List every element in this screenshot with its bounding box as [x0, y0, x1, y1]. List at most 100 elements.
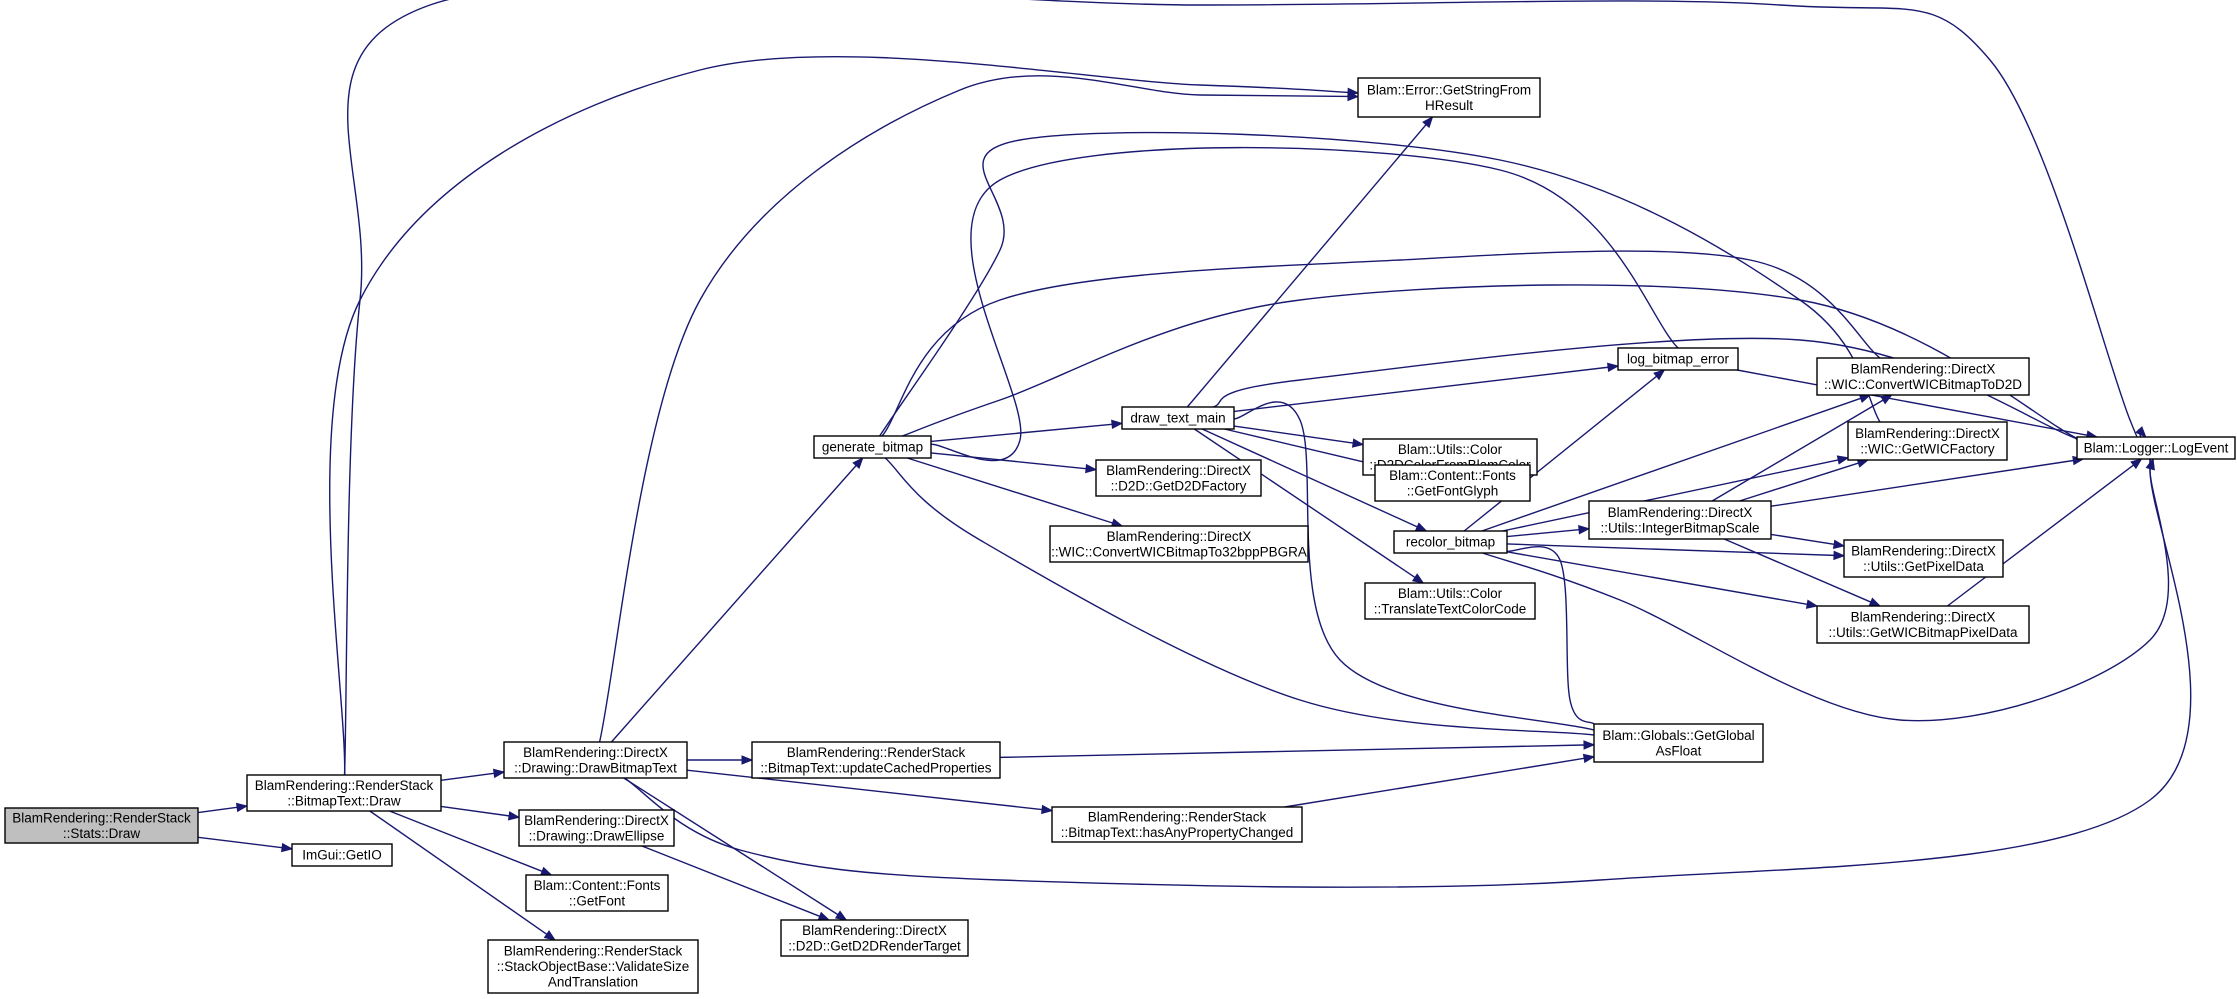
- node-bitmaptext-draw[interactable]: BlamRendering::RenderStack::BitmapText::…: [246, 774, 442, 812]
- node-get-wic-bitmap-pixel[interactable]: BlamRendering::DirectX::Utils::GetWICBit…: [1816, 605, 2030, 644]
- node-has-any-prop[interactable]: BlamRendering::RenderStack::BitmapText::…: [1051, 806, 1303, 843]
- edge-line: [1482, 456, 2170, 722]
- node-label-line: ::D2D::GetD2DFactory: [1111, 478, 1247, 493]
- edge-line: [1770, 533, 1835, 546]
- node-box[interactable]: [1588, 500, 1772, 540]
- node-box[interactable]: [813, 435, 932, 459]
- node-box[interactable]: [1847, 421, 2008, 461]
- node-recolor-bitmap[interactable]: recolor_bitmap: [1393, 530, 1508, 554]
- node-box[interactable]: [503, 741, 688, 779]
- arrowhead: [1653, 369, 1666, 381]
- node-get-d2d-factory[interactable]: BlamRendering::DirectX::D2D::GetD2DFacto…: [1095, 459, 1262, 497]
- node-box[interactable]: [1617, 347, 1739, 371]
- edge-line: [389, 810, 543, 872]
- edge-line: [1723, 538, 1872, 603]
- node-get-d2d-render-target[interactable]: BlamRendering::DirectX::D2D::GetD2DRende…: [780, 919, 969, 957]
- arrowhead: [2130, 458, 2143, 470]
- arrowhead: [1111, 419, 1124, 430]
- node-generate-bitmap[interactable]: generate_bitmap: [813, 435, 932, 459]
- node-validate-size[interactable]: BlamRendering::RenderStack::StackObjectB…: [487, 939, 699, 994]
- node-translate-text-color[interactable]: Blam::Utils::Color::TranslateTextColorCo…: [1364, 582, 1536, 620]
- node-convert-to-d2d[interactable]: BlamRendering::DirectX::WIC::ConvertWICB…: [1816, 357, 2030, 396]
- edge-line: [1463, 375, 1657, 532]
- node-box[interactable]: [1095, 459, 1262, 497]
- edge-stats-draw-to-imgui-getio: [197, 836, 294, 853]
- node-stats-draw[interactable]: BlamRendering::RenderStack::Stats::Draw: [4, 807, 199, 844]
- edge-line: [1506, 528, 1580, 538]
- edge-line: [1946, 464, 2134, 607]
- node-log-event[interactable]: Blam::Logger::LogEvent: [2076, 436, 2236, 460]
- edge-draw-text-main-to-get-string-hresult: [1186, 115, 1434, 408]
- edge-line: [879, 131, 1887, 437]
- edge-draw-bitmap-text-to-generate-bitmap: [610, 456, 864, 743]
- node-label-line: ::TranslateTextColorCode: [1374, 601, 1527, 616]
- node-box[interactable]: [291, 843, 393, 867]
- node-get-font-glyph[interactable]: Blam::Content::Fonts::GetFontGlyph: [1374, 464, 1531, 502]
- edge-recolor-bitmap-to-get-wic-bitmap-pixel: [1506, 551, 1819, 609]
- arrowhead: [1578, 525, 1591, 535]
- node-box[interactable]: [1374, 464, 1531, 502]
- node-update-cached[interactable]: BlamRendering::RenderStack::BitmapText::…: [751, 741, 1001, 779]
- node-box[interactable]: [780, 919, 969, 957]
- arrowhead: [1414, 522, 1428, 532]
- node-label-line: BlamRendering::DirectX: [1851, 543, 1996, 558]
- edge-integer-bitmap-scale-to-get-pixel-data: [1770, 533, 1846, 549]
- edge-line: [369, 810, 548, 935]
- node-label-line: recolor_bitmap: [1406, 535, 1495, 550]
- node-log-bitmap-error[interactable]: log_bitmap_error: [1617, 347, 1739, 371]
- node-label-line: Blam::Utils::Color: [1398, 442, 1503, 457]
- node-box[interactable]: [487, 939, 699, 994]
- edge-line: [930, 146, 1692, 462]
- edge-line: [624, 444, 2192, 888]
- node-box[interactable]: [1393, 530, 1508, 554]
- edge-line: [907, 457, 1113, 524]
- node-box[interactable]: [1593, 723, 1764, 763]
- edge-draw-bitmap-text-to-update-cached: [687, 755, 754, 765]
- node-get-pixel-data[interactable]: BlamRendering::DirectX::Utils::GetPixelD…: [1843, 539, 2004, 578]
- node-get-wic-factory[interactable]: BlamRendering::DirectX::WIC::GetWICFacto…: [1847, 421, 2008, 461]
- node-label-line: ::GetFontGlyph: [1407, 483, 1499, 498]
- node-box[interactable]: [246, 774, 442, 812]
- node-draw-ellipse[interactable]: BlamRendering::DirectX::Drawing::DrawEll…: [518, 809, 675, 847]
- node-box[interactable]: [751, 741, 1001, 779]
- node-box[interactable]: [518, 809, 675, 847]
- node-box[interactable]: [1051, 806, 1303, 843]
- edge-draw-text-main-to-translate-text-color: [1193, 428, 1425, 584]
- node-imgui-getio[interactable]: ImGui::GetIO: [291, 843, 393, 867]
- node-label-line: Blam::Globals::GetGlobal: [1602, 728, 1754, 743]
- node-label-line: ::WIC::ConvertWICBitmapTo32bppPBGRA: [1051, 544, 1307, 559]
- node-box[interactable]: [1816, 357, 2030, 396]
- arrowhead: [1833, 550, 1846, 561]
- node-draw-bitmap-text[interactable]: BlamRendering::DirectX::Drawing::DrawBit…: [503, 741, 688, 779]
- node-label-line: ::BitmapText::Draw: [287, 793, 401, 808]
- node-label-line: AsFloat: [1656, 743, 1702, 758]
- node-get-font[interactable]: Blam::Content::Fonts::GetFont: [525, 874, 669, 912]
- arrowhead: [817, 911, 831, 921]
- node-box[interactable]: [1364, 582, 1536, 620]
- arrowhead: [1607, 362, 1620, 373]
- edge-line: [1481, 397, 1861, 532]
- node-box[interactable]: [1121, 406, 1235, 430]
- node-draw-text-main[interactable]: draw_text_main: [1121, 406, 1235, 430]
- node-box[interactable]: [4, 807, 199, 844]
- node-box[interactable]: [2076, 436, 2236, 460]
- edge-line: [930, 452, 1087, 470]
- arrowhead: [507, 811, 521, 821]
- arrowhead: [235, 802, 249, 813]
- node-label-line: ImGui::GetIO: [302, 848, 382, 863]
- edge-line: [686, 769, 1043, 811]
- node-label-line: BlamRendering::DirectX: [523, 745, 668, 760]
- node-box[interactable]: [1816, 605, 2030, 644]
- node-integer-bitmap-scale[interactable]: BlamRendering::DirectX::Utils::IntegerBi…: [1588, 500, 1772, 540]
- edge-draw-bitmap-text-to-log-event: [624, 444, 2192, 888]
- node-box[interactable]: [1049, 525, 1309, 563]
- node-box[interactable]: [1843, 539, 2004, 578]
- arrowhead: [1422, 115, 1434, 129]
- edge-line: [598, 75, 1349, 743]
- node-convert-32bpp[interactable]: BlamRendering::DirectX::WIC::ConvertWICB…: [1049, 525, 1309, 563]
- node-box[interactable]: [1357, 77, 1541, 118]
- node-box[interactable]: [525, 874, 669, 912]
